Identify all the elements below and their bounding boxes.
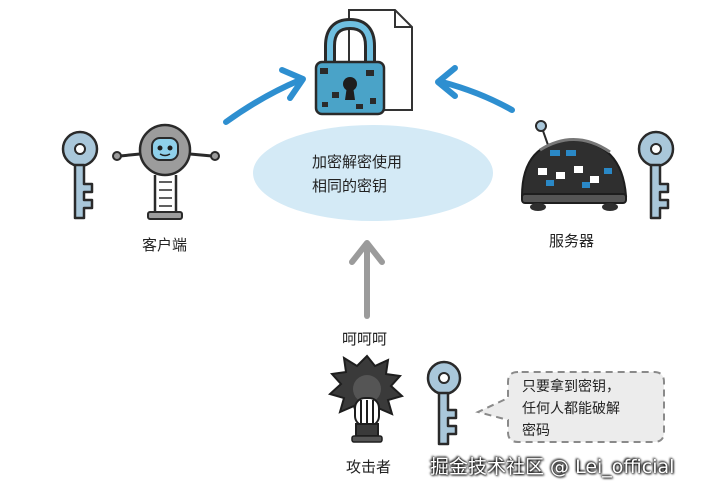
client-robot-icon	[112, 123, 220, 220]
speech-bubble-line2: 任何人都能破解	[522, 401, 620, 417]
server-machine-icon	[520, 120, 628, 211]
client-label: 客户端	[142, 236, 188, 254]
client-key-icon	[61, 130, 99, 220]
speech-bubble-line3: 密码	[522, 423, 550, 439]
attacker-label: 攻击者	[346, 458, 392, 476]
server-key-icon	[637, 130, 675, 220]
attacker-key-icon	[426, 360, 462, 446]
server-label: 服务器	[549, 232, 595, 250]
watermark: 掘金技术社区 @ Lei_official	[430, 456, 675, 478]
shared-key-note: 加密解密使用 相同的密钥	[312, 150, 402, 198]
client-to-lock-arrow	[223, 67, 306, 125]
shared-key-note-line2: 相同的密钥	[312, 177, 388, 195]
attacker-arrow	[349, 240, 385, 319]
speech-bubble-line1: 只要拿到密钥，	[522, 379, 620, 395]
shared-key-ellipse	[253, 125, 493, 221]
padlock-icon	[314, 17, 386, 116]
shared-key-note-line1: 加密解密使用	[312, 153, 403, 171]
attacker-icon	[327, 354, 405, 443]
server-to-lock-arrow	[435, 65, 515, 113]
speech-bubble-text: 只要拿到密钥， 任何人都能破解 密码	[522, 376, 620, 442]
laugh-label: 呵呵呵	[342, 330, 388, 348]
speech-bubble	[475, 371, 665, 443]
